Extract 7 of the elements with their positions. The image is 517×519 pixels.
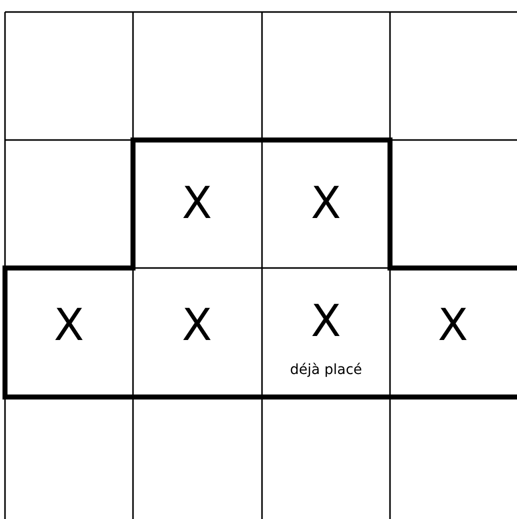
cross-mark: X xyxy=(438,304,468,348)
cross-mark: X xyxy=(182,182,212,226)
cross-mark: X xyxy=(54,304,84,348)
cell-note: déjà placé xyxy=(290,363,362,377)
cross-mark: X xyxy=(310,182,342,226)
cross-mark: X xyxy=(310,300,342,344)
cross-mark: X xyxy=(182,304,212,348)
